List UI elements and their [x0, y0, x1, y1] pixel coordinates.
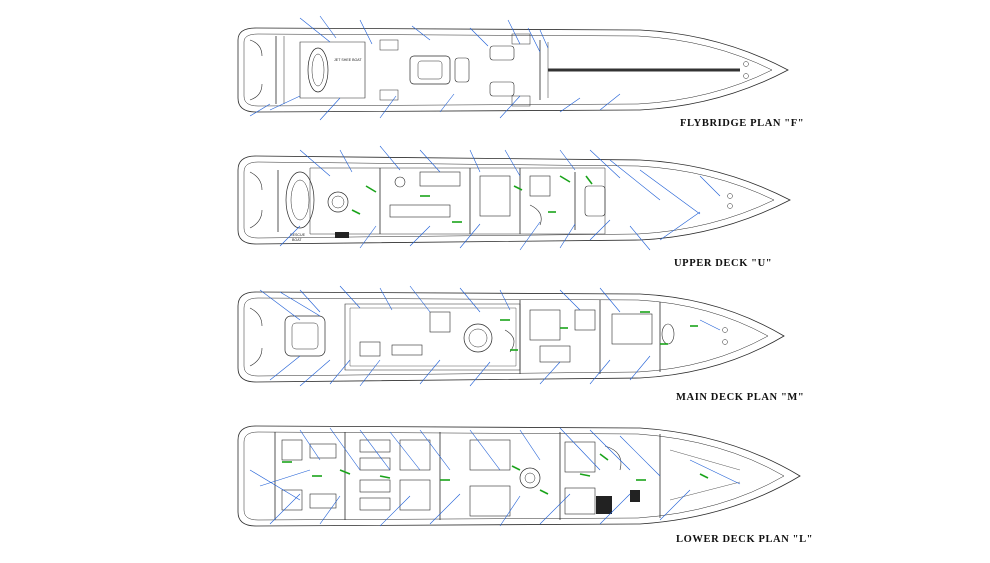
lower-deck-caption: LOWER DECK PLAN "L": [676, 534, 814, 545]
main-deck-camera-lines: [259, 285, 721, 387]
upper-deck-arrows: [351, 175, 593, 223]
flybridge-caption: FLYBRIDGE PLAN "F": [680, 118, 805, 129]
flybridge-camera-lines: [249, 15, 621, 121]
lower-deck-camera-lines: [249, 427, 741, 527]
flybridge-label: JET SHEE BOAT: [334, 58, 362, 62]
main-deck-caption: MAIN DECK PLAN "M": [676, 392, 805, 403]
main-deck-plan: [237, 291, 785, 383]
flybridge-plan: JET SHEE BOAT: [237, 27, 789, 113]
lower-deck-arrows: [282, 453, 709, 495]
rescue-boat-label-2: BOAT: [292, 238, 302, 242]
upper-deck-caption: UPPER DECK "U": [674, 258, 773, 269]
lower-deck-plan: [237, 425, 801, 527]
main-deck-arrows: [500, 311, 698, 351]
upper-deck-camera-lines: [279, 145, 721, 251]
upper-deck-plan: RESCUE BOAT: [237, 155, 791, 245]
rescue-boat-label: RESCUE: [290, 233, 306, 237]
